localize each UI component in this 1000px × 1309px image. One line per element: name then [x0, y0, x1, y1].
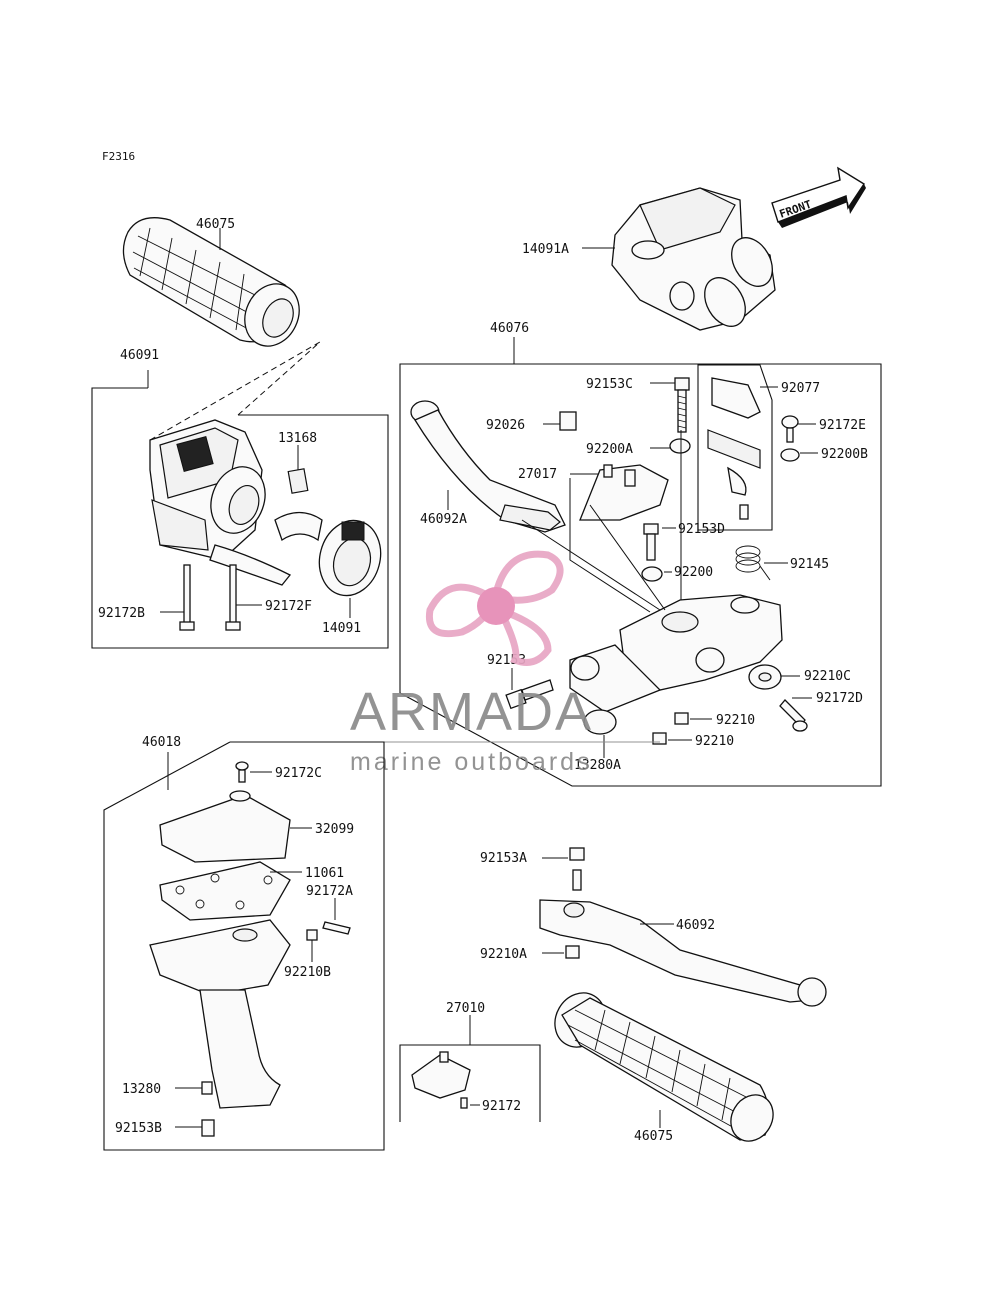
- reservoir-body: [149, 919, 291, 1109]
- washer-92200: [641, 566, 663, 582]
- label-92153D: 92153D: [678, 522, 725, 537]
- front-arrow-icon: FRONT: [771, 166, 866, 228]
- label-14091A: 14091A: [522, 242, 569, 257]
- part-92077: [707, 377, 761, 520]
- bolt-92153: [505, 679, 554, 710]
- label-46092A: 46092A: [420, 512, 467, 527]
- screw-92172F: [225, 564, 241, 631]
- part-92026: [559, 411, 577, 431]
- bolt-92153A: [569, 847, 585, 891]
- label-92172C: 92172C: [275, 766, 322, 781]
- clip-92210C: [748, 664, 782, 690]
- nut-92210-lower: [652, 732, 667, 745]
- label-46018: 46018: [142, 735, 181, 750]
- propeller-logo-icon: [425, 550, 564, 666]
- switch-housing-left: [149, 419, 292, 586]
- group-box-46018: [103, 741, 385, 1151]
- label-92210-lower: 92210: [695, 734, 734, 749]
- label-13168: 13168: [278, 431, 317, 446]
- label-27017: 27017: [518, 467, 557, 482]
- spring-92145: [735, 545, 771, 581]
- label-13280A: 13280A: [574, 758, 621, 773]
- watermark-tagline: marine outboards: [350, 748, 593, 776]
- label-46076: 46076: [490, 321, 529, 336]
- label-92153A: 92153A: [480, 851, 527, 866]
- bolt-92153B: [201, 1119, 215, 1137]
- gasket-11061: [159, 861, 291, 921]
- brake-lever-46092: [539, 899, 827, 1007]
- label-92026: 92026: [486, 418, 525, 433]
- label-92153B: 92153B: [115, 1121, 162, 1136]
- label-92210C: 92210C: [804, 669, 851, 684]
- group-box-92077: [697, 364, 773, 531]
- screw-92172C: [235, 761, 249, 783]
- grip-top-left: [122, 217, 300, 347]
- master-cylinder-14091A: [611, 187, 776, 331]
- label-46075-bottom: 46075: [634, 1129, 673, 1144]
- label-92172E: 92172E: [819, 418, 866, 433]
- label-92153C: 92153C: [586, 377, 633, 392]
- label-92172D: 92172D: [816, 691, 863, 706]
- brake-lever-46092A: [410, 400, 566, 533]
- armada-watermark: ARMADA marine outboards: [330, 550, 660, 776]
- label-46092: 46092: [676, 918, 715, 933]
- label-11061: 11061: [305, 866, 344, 881]
- label-32099: 32099: [315, 822, 354, 837]
- bolt-92153D: [643, 523, 659, 561]
- washer-92200B: [780, 448, 800, 462]
- label-92172: 92172: [482, 1099, 521, 1114]
- label-92200A: 92200A: [586, 442, 633, 457]
- label-14091: 14091: [322, 621, 361, 636]
- screw-92172B: [179, 564, 195, 631]
- label-27010: 27010: [446, 1001, 485, 1016]
- nut-92210B: [306, 929, 318, 941]
- grip-bottom-right: [554, 992, 774, 1142]
- label-92200: 92200: [674, 565, 713, 580]
- label-92077: 92077: [781, 381, 820, 396]
- label-92210-upper: 92210: [716, 713, 755, 728]
- bolt-92153C: [674, 377, 690, 433]
- label-92172A: 92172A: [306, 884, 353, 899]
- label-92200B: 92200B: [821, 447, 868, 462]
- cover-32099: [159, 790, 291, 863]
- label-92172B: 92172B: [98, 606, 145, 621]
- label-46091: 46091: [120, 348, 159, 363]
- screw-92172D: [779, 699, 808, 732]
- part-13168: [274, 445, 323, 542]
- switch-27017: [579, 464, 669, 521]
- screw-92172E: [781, 415, 799, 443]
- figure-code: F2316: [102, 150, 135, 163]
- label-92172F: 92172F: [265, 599, 312, 614]
- label-92210A: 92210A: [480, 947, 527, 962]
- pin-13280: [201, 1081, 213, 1095]
- switch-27010: [411, 1051, 471, 1109]
- part-14091: [318, 519, 382, 597]
- group-box-46091: [91, 387, 389, 649]
- group-box-46076: [399, 363, 882, 787]
- watermark-brand: ARMADA: [350, 682, 593, 742]
- label-13280: 13280: [122, 1082, 161, 1097]
- label-92145: 92145: [790, 557, 829, 572]
- label-92210B: 92210B: [284, 965, 331, 980]
- screw-92172A: [322, 921, 351, 935]
- washer-92200A: [669, 438, 691, 454]
- label-46075-top: 46075: [196, 217, 235, 232]
- lever-holder-body: [569, 594, 783, 735]
- nut-92210-upper: [674, 712, 689, 725]
- nut-92210A: [565, 945, 580, 959]
